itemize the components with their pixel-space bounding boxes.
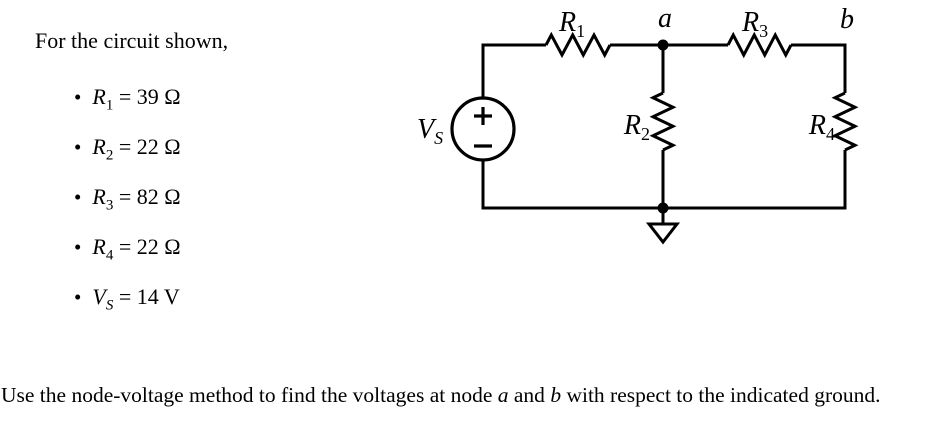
resistor-r1-zigzag <box>544 31 612 59</box>
parameter-subscript: 4 <box>105 247 114 264</box>
parameter-symbol: V <box>92 284 106 309</box>
voltage-source <box>450 96 516 162</box>
parameter-symbol: R <box>92 84 106 109</box>
question-part3: with respect to the indicated ground. <box>561 383 881 407</box>
vs-label: VS <box>417 114 443 148</box>
r4-label: R4 <box>808 110 835 144</box>
bullet-icon: • <box>74 185 82 209</box>
voltage-source-circle <box>450 96 516 162</box>
plus-sign <box>474 107 492 125</box>
parameter-value: = 82 Ω <box>113 184 181 209</box>
parameter-value: = 14 V <box>113 284 180 309</box>
bullet-icon: • <box>74 85 82 109</box>
question-part1: Use the node-voltage method to find the … <box>1 383 498 407</box>
resistor-r4-zigzag <box>831 91 859 152</box>
wire-left-bottom <box>481 160 663 210</box>
wire-bottom-right <box>663 150 847 210</box>
question-node-b: b <box>550 383 562 407</box>
parameter-value: = 22 Ω <box>113 234 181 259</box>
parameter-item-vs: • VS = 14 V <box>74 284 181 313</box>
parameter-item-r1: • R1 = 39 Ω <box>74 84 181 113</box>
r3-label: R3 <box>741 7 768 41</box>
bullet-icon: • <box>74 285 82 309</box>
intro-text: For the circuit shown, <box>35 28 229 53</box>
node-a-dot <box>657 39 669 51</box>
bullet-icon: • <box>74 235 82 259</box>
parameter-value: = 22 Ω <box>113 134 181 159</box>
bullet-icon: • <box>74 135 82 159</box>
node-b-label: b <box>840 4 854 35</box>
parameter-item-r3: • R3 = 82 Ω <box>74 184 181 213</box>
resistor-r2-zigzag <box>649 91 677 152</box>
parameter-subscript: 2 <box>105 147 114 164</box>
parameter-value: = 39 Ω <box>113 84 181 109</box>
wire-top-left <box>481 43 546 98</box>
parameter-subscript: 3 <box>105 197 114 214</box>
question-text: Use the node-voltage method to find the … <box>1 383 881 407</box>
resistor-r3-zigzag <box>726 31 793 59</box>
question-part2: and <box>508 383 551 407</box>
parameter-subscript: 1 <box>105 97 114 114</box>
parameter-subscript: S <box>105 297 114 314</box>
ground-symbol <box>645 208 681 245</box>
parameter-list: •R1 = 39 Ω •R2 = 22 Ω •R3 = 82 Ω •R4 = 2… <box>74 84 181 313</box>
wire-right-top <box>791 43 847 93</box>
parameter-symbol: R <box>92 134 106 159</box>
circuit-labels: VS R1 a R3 b R2 R4 <box>417 3 854 148</box>
question-node-a: a <box>497 383 509 407</box>
circuit-wires <box>481 31 859 210</box>
parameter-symbol: R <box>92 184 106 209</box>
parameter-item-r2: • R2 = 22 Ω <box>74 134 181 163</box>
r2-label: R2 <box>623 110 650 144</box>
parameter-item-r4: • R4 = 22 Ω <box>74 234 181 263</box>
r1-label: R1 <box>558 7 585 41</box>
ground-triangle <box>645 222 681 245</box>
parameter-symbol: R <box>92 234 106 259</box>
node-a-label: a <box>658 3 672 34</box>
